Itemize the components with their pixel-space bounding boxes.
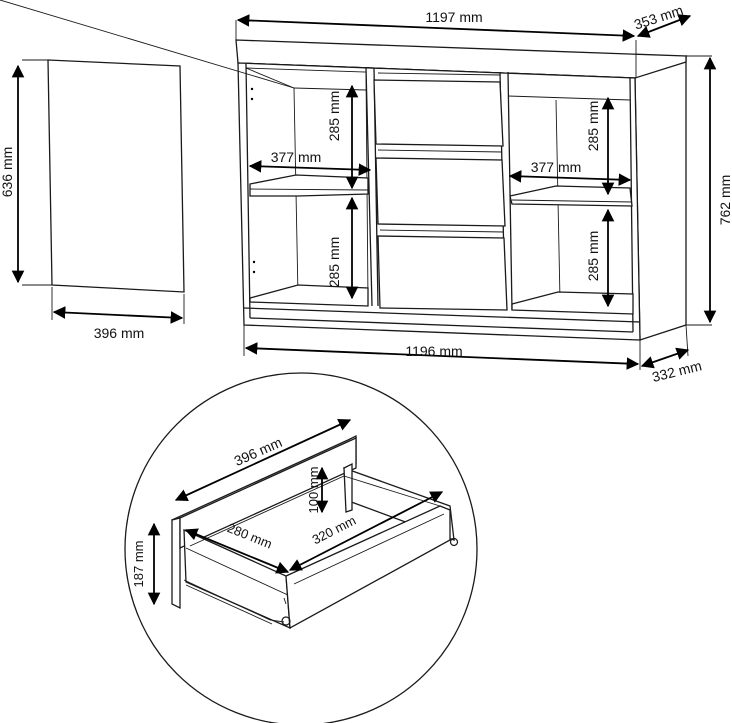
bottom-depth-label: 332 mm (650, 357, 703, 385)
bottom-width-dimension (244, 342, 640, 370)
bottom-depth-dimension (640, 347, 690, 369)
left-shelf-width-dimension (248, 160, 372, 176)
door-width-label: 396 mm (94, 325, 145, 341)
drawer-front-width-dimension (174, 419, 352, 501)
left-lower-height-label: 285 mm (326, 237, 342, 288)
right-shelf-width-label: 377 mm (531, 159, 582, 175)
right-lower-height-label: 285 mm (585, 231, 601, 282)
door-height-label: 636 mm (0, 147, 15, 198)
left-upper-height-label: 285 mm (326, 91, 342, 142)
bottom-width-label: 1196 mm (405, 343, 462, 359)
drawer-front-height-label: 187 mm (131, 541, 146, 588)
door-panel (22, 59, 185, 324)
right-shelf-width-dimension (508, 170, 632, 186)
drawer-inner-depth-dimension (288, 491, 444, 571)
sideboard (0, 0, 712, 370)
top-depth-dimension (636, 14, 692, 38)
right-upper-height-label: 285 mm (585, 101, 601, 152)
drawer-height-label: 100 mm (306, 467, 321, 514)
left-shelf-width-label: 377 mm (271, 149, 322, 165)
top-width-dimension (236, 14, 636, 42)
top-width-label: 1197 mm (425, 9, 482, 25)
drawer-inner-width-dimension (184, 528, 290, 574)
total-height-label: 762 mm (717, 175, 732, 226)
door-width-dimension (52, 306, 184, 324)
